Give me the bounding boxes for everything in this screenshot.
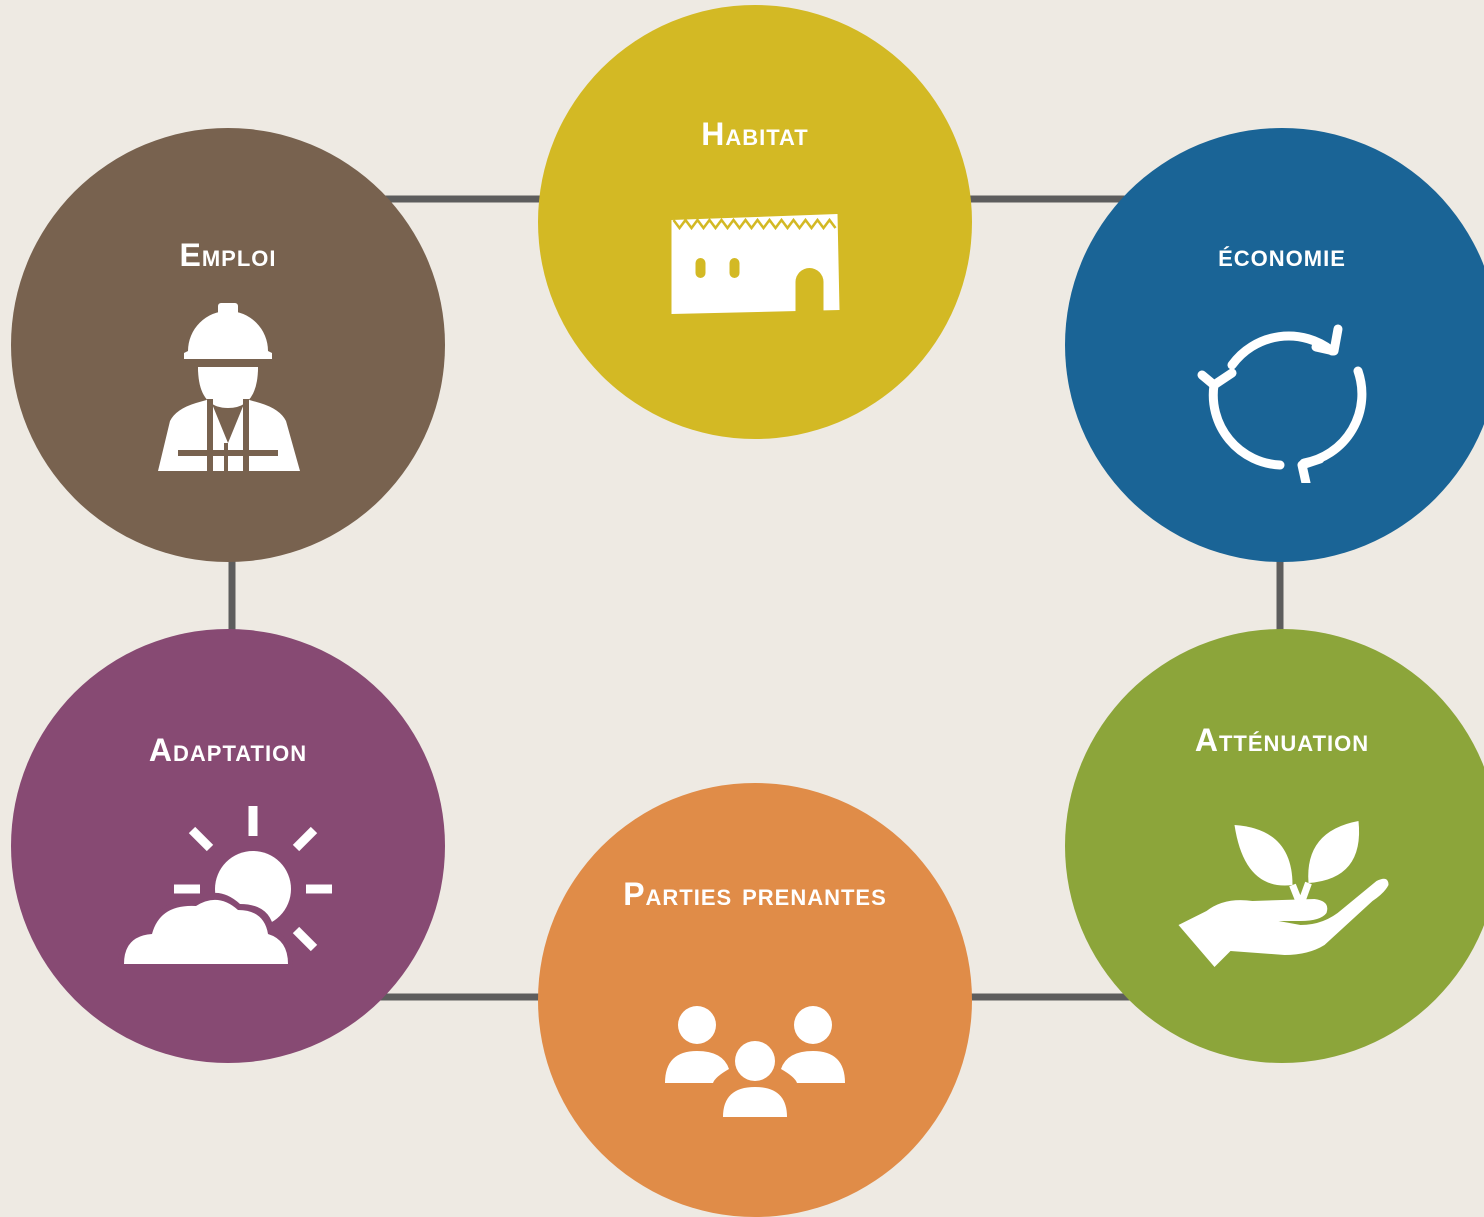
node-attenuation-label: Atténuation bbox=[1194, 722, 1370, 758]
node-adaptation-label: Adaptation bbox=[148, 732, 308, 768]
node-emploi-label: Emploi bbox=[179, 237, 277, 273]
node-adaptation: Adaptation bbox=[11, 629, 445, 1063]
recycle-arrows-icon bbox=[1192, 313, 1372, 483]
building-icon bbox=[668, 210, 843, 320]
worker-icon bbox=[148, 303, 308, 478]
node-habitat-label: Habitat bbox=[701, 116, 809, 152]
node-attenuation: Atténuation bbox=[1065, 629, 1484, 1063]
node-parties-prenantes: Parties prenantes bbox=[538, 783, 972, 1217]
node-habitat: Habitat bbox=[538, 5, 972, 439]
people-group-icon bbox=[665, 1003, 845, 1118]
node-economie: économie bbox=[1065, 128, 1484, 562]
node-economie-label: économie bbox=[1218, 237, 1346, 273]
node-emploi: Emploi bbox=[11, 128, 445, 562]
node-parties-label: Parties prenantes bbox=[623, 876, 887, 912]
sun-cloud-icon bbox=[118, 804, 338, 969]
plant-hand-icon bbox=[1175, 821, 1390, 971]
